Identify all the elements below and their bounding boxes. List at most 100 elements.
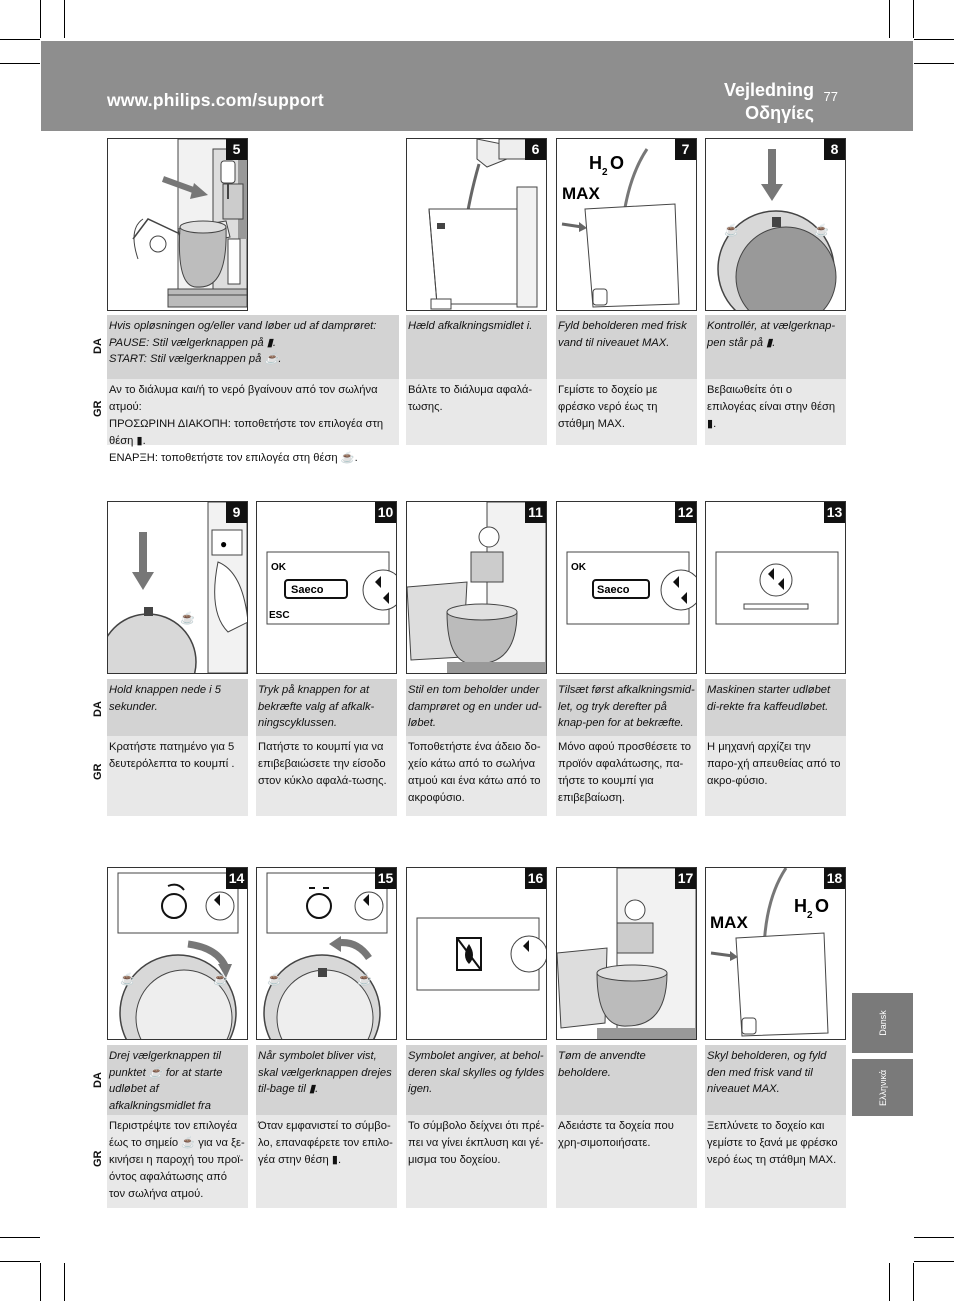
figure-step-5: 5 [107,138,248,311]
step-number: 6 [525,139,546,160]
step-number: 7 [675,139,696,160]
step-7-gr-text: Γεμίστε το δοχείο με φρέσκο νερό έως τη … [556,379,697,445]
step-13-da-text: Maskinen starter udløbet di-rekte fra ka… [705,679,846,736]
step-18-da-text: Skyl beholderen, og fyld den med frisk v… [705,1045,846,1115]
figure-step-10: OK ESC Saeco 10 [256,501,397,674]
bean-icon: ● [220,537,227,551]
crop-mark [914,63,954,64]
figure-step-16: 16 [406,867,547,1040]
lang-code-da: DA [92,701,104,717]
figure-step-17: 17 [556,867,697,1040]
step-number: 12 [675,502,696,523]
rinse-symbol-illustration [416,917,546,991]
step-7-da-text: Fyld beholderen med frisk vand til nivea… [556,315,697,379]
step-11-gr-text: Τοποθετήστε ένα άδειο δο-χείο κάτω από τ… [406,736,547,816]
figure-step-12: OK Saeco 12 [556,501,697,674]
lang-code-gr: GR [92,763,104,781]
step-14-gr-text: Περιστρέψτε τον επιλογέα έως το σημείο ☕… [107,1115,248,1208]
figure-step-14: ☕ ☕ 14 [107,867,248,1040]
crop-mark [64,1263,65,1301]
figure-step-8: ☕ ☕ 8 [705,138,846,311]
fill-water-max-illustration: H 2 O MAX [561,148,680,308]
h2o-o: O [815,896,829,916]
step-10-gr-text: Πατήστε το κουμπί για να επιβεβαιώσετε τ… [256,736,397,816]
figure-step-18: H 2 O MAX 18 [705,867,846,1040]
crop-mark [40,0,41,38]
figure-step-9: ● ☕ 9 [107,501,248,674]
crop-mark [0,1237,40,1238]
page-number: 77 [823,89,838,104]
empty-containers-illustration [557,868,696,1039]
cup-icon: ☕ [180,610,195,625]
step-number: 11 [525,502,546,523]
figure-step-13: 13 [705,501,846,674]
step-15-da-text: Når symbolet bliver vist, skal vælgerkna… [256,1045,397,1115]
step-number: 15 [375,868,396,889]
step-15-gr-text: Όταν εμφανιστεί το σύμβο-λο, επαναφέρετε… [256,1115,397,1208]
place-containers-illustration [407,502,546,673]
step-17-gr-text: Αδειάστε τα δοχεία που χρη-σιμοποιήσατε. [556,1115,697,1208]
display-saeco-illustration: OK ESC Saeco [266,551,396,625]
step-12-gr-text: Μόνο αφού προσθέσετε το προϊόν αφαλάτωση… [556,736,697,816]
crop-mark [64,0,65,38]
step-14-da-text: Drej vælgerknappen til punktet ☕ for at … [107,1045,248,1128]
side-tab-dansk: Dansk [852,993,913,1053]
page-title-gr: Οδηγίες [745,103,814,123]
step-number: 9 [226,502,247,523]
saeco-logo: Saeco [597,584,630,596]
steam-icon: ☕ [724,222,739,237]
rinse-fill-max-illustration: H 2 O MAX [710,868,829,1037]
crop-mark [914,1237,954,1238]
figure-step-11: 11 [406,501,547,674]
step-10-da-text: Tryk på knappen for at bekræfte valg af … [256,679,397,736]
page-header: www.philips.com/support Vejledning Οδηγί… [41,41,913,131]
esc-label: ESC [269,610,290,621]
h2o-label: H [589,153,602,173]
cup-icon: ☕ [213,971,228,986]
display-progress-illustration [715,551,839,625]
crop-mark [913,1263,914,1301]
step-number: 13 [824,502,845,523]
ok-label: OK [571,562,587,573]
step-6-da-text: Hæld afkalkningsmidlet i. [406,315,547,379]
lang-code-gr: GR [92,1150,104,1168]
step-11-da-text: Stil en tom beholder under damprøret og … [406,679,547,736]
h2o-o: O [610,153,624,173]
h2o-subscript: 2 [602,167,608,178]
selector-knob-illustration: ☕ ☕ [706,139,845,310]
display-confirm-illustration: OK Saeco [566,551,696,625]
crop-mark [889,0,890,38]
step-13-gr-text: Η μηχανή αρχίζει την παρο-χή απευθείας α… [705,736,846,816]
crop-mark [914,39,954,40]
step-number: 8 [824,139,845,160]
crop-mark [40,1263,41,1301]
step-number: 17 [675,868,696,889]
step-18-gr-text: Ξεπλύνετε το δοχείο και γεμίστε το ξανά … [705,1115,846,1208]
figure-step-15: ☕ ☕ 15 [256,867,397,1040]
crop-mark [889,1263,890,1301]
step-8-gr-text: Βεβαιωθείτε ότι ο επιλογέας είναι στην θ… [705,379,846,445]
step-9-da-text: Hold knappen nede i 5 sekunder. [107,679,248,736]
step-number: 14 [226,868,247,889]
step-16-gr-text: Το σύμβολο δείχνει ότι πρέ-πει να γίνει … [406,1115,547,1208]
max-label: MAX [710,913,748,932]
crop-mark [0,1261,40,1262]
figure-step-7: H 2 O MAX 7 [556,138,697,311]
h2o-subscript: 2 [807,910,813,921]
rotate-knob-illustration: ☕ ☕ [117,872,239,1039]
page-title-da: Vejledning [723,80,814,100]
lang-code-da: DA [92,338,104,354]
step-16-da-text: Symbolet angiver, at behol-deren skal sk… [406,1045,547,1115]
step-9-gr-text: Κρατήστε πατημένο για 5 δευτερόλεπτα το … [107,736,248,816]
support-url[interactable]: www.philips.com/support [107,90,324,110]
cup-icon: ☕ [357,971,372,986]
rotate-back-knob-illustration: ☕ ☕ [263,872,388,1039]
side-tab-greek: Ελληνικά [852,1059,913,1116]
step-number: 18 [824,868,845,889]
press-button-illustration: ● ☕ [108,502,247,673]
h2o-label: H [794,896,807,916]
step-5-gr-text: Αν το διάλυμα και/ή το νερό βγαίνουν από… [107,379,399,464]
crop-mark [913,0,914,38]
step-8-da-text: Kontrollér, at vælgerknap-pen står på ▮. [705,315,846,379]
machine-steam-wand-illustration [132,139,247,308]
